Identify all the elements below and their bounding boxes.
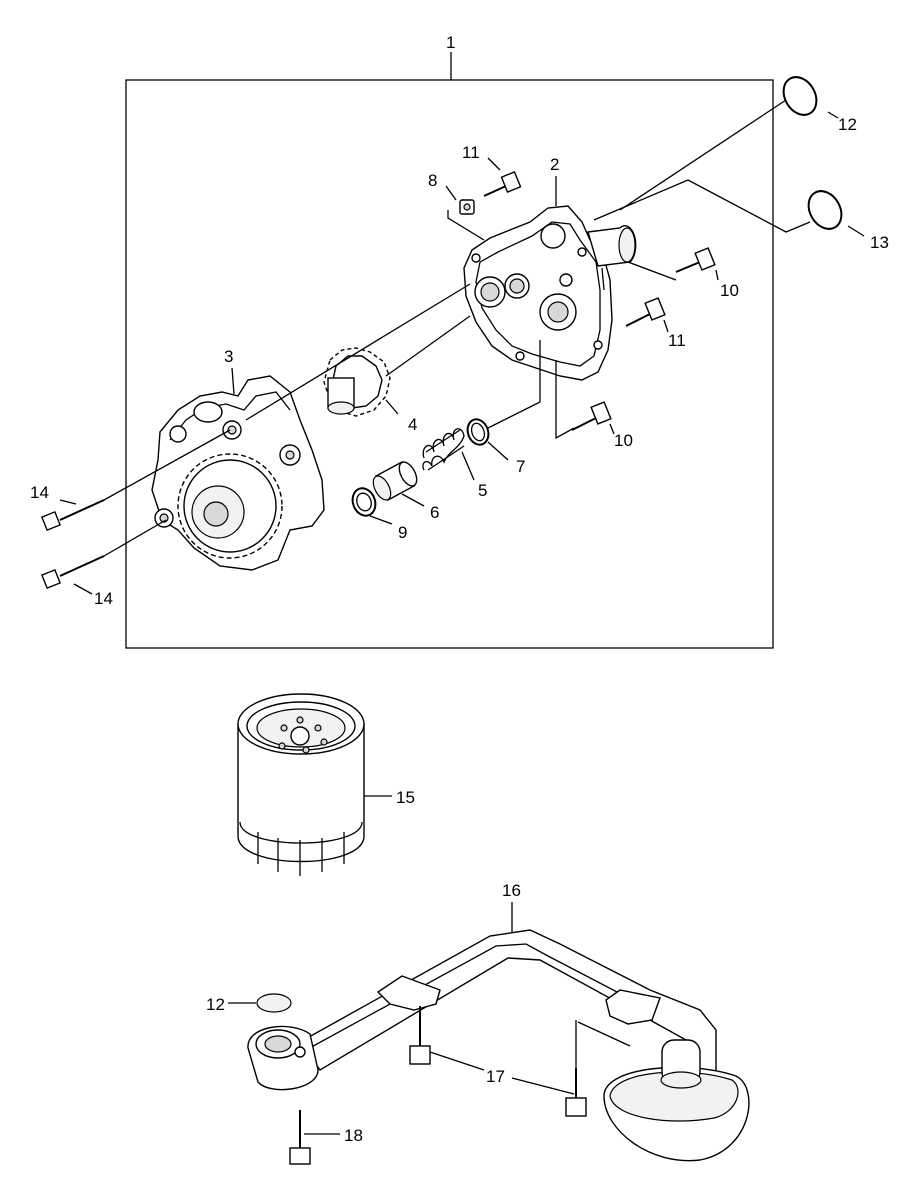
- callout-11b: 11: [668, 331, 686, 350]
- washer-9-icon: [351, 487, 377, 517]
- pump-body-icon: [151, 375, 325, 571]
- callout-10a: 10: [720, 281, 739, 300]
- callout-11a: 11: [462, 143, 480, 162]
- callout-13: 13: [870, 233, 889, 252]
- callout-18: 18: [344, 1126, 363, 1145]
- callout-4: 4: [408, 415, 417, 434]
- callout-7: 7: [516, 457, 525, 476]
- nut-icon: [459, 199, 475, 215]
- bolt-17a-icon: [409, 1006, 431, 1065]
- drive-gear-icon: [177, 453, 283, 559]
- callout-17: 17: [486, 1067, 505, 1086]
- bolt-11b-icon: [625, 297, 666, 327]
- callout-12b: 12: [206, 995, 225, 1014]
- long-bolt-14b-icon: [40, 555, 105, 590]
- callout-16: 16: [502, 881, 521, 900]
- callout-10b: 10: [614, 431, 633, 450]
- callout-1: 1: [446, 33, 455, 52]
- inner-gear-icon: [323, 347, 391, 417]
- oil-strainer-pipe-icon: [247, 902, 750, 1162]
- callout-5: 5: [478, 481, 487, 500]
- o-ring-12b-icon: [228, 993, 292, 1013]
- pump-cover-icon: [463, 205, 637, 381]
- relief-spring-icon: [422, 428, 465, 471]
- callout-6: 6: [430, 503, 439, 522]
- bolt-17b-icon: [429, 1020, 631, 1117]
- bolt-18-icon: [289, 1110, 340, 1165]
- callout-labels: 1 2 3 4 5 6 7 8 9 10 10 11 11 12 12 13 1…: [30, 33, 889, 1145]
- o-ring-13-icon: [807, 190, 843, 230]
- bolt-10a-icon: [675, 247, 716, 273]
- relief-valve-icon: [372, 461, 418, 501]
- callout-15: 15: [396, 788, 415, 807]
- callout-14b: 14: [94, 589, 113, 608]
- leader-lines-upper: [59, 99, 865, 595]
- callout-12a: 12: [838, 115, 857, 134]
- washer-7-icon: [466, 418, 490, 446]
- bolt-11a-icon: [483, 171, 522, 197]
- long-bolt-14a-icon: [40, 499, 105, 532]
- callout-3: 3: [224, 347, 233, 366]
- o-ring-12-icon: [782, 76, 818, 116]
- callout-9: 9: [398, 523, 407, 542]
- callout-8: 8: [428, 171, 437, 190]
- callout-2: 2: [550, 155, 559, 174]
- callout-14a: 14: [30, 483, 49, 502]
- bolt-10b-icon: [571, 401, 612, 431]
- oil-filter-cartridge-icon: [237, 693, 392, 876]
- assembly-frame: [125, 52, 774, 649]
